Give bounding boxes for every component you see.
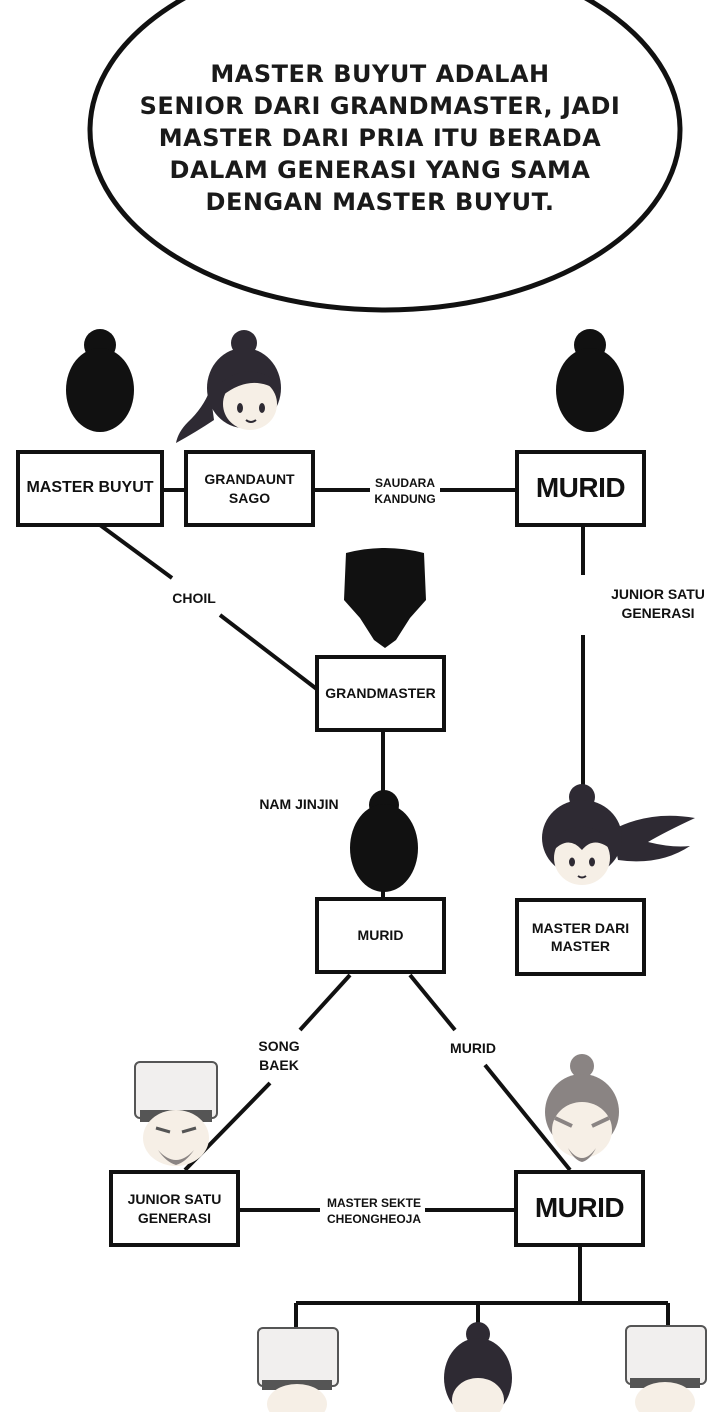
silhouette-icon-master-buyut bbox=[66, 329, 134, 432]
node-murid-mid: MURID bbox=[315, 897, 446, 974]
line-choil-grandmaster bbox=[218, 613, 320, 692]
master-dari-master-portrait-icon bbox=[542, 784, 695, 885]
node-grandmaster: GRANDMASTER bbox=[315, 655, 446, 732]
edge-label-song-baek: SONG BAEK bbox=[258, 1038, 300, 1073]
elder-with-white-hat-icon bbox=[134, 1061, 218, 1166]
line-buyut-choil bbox=[98, 523, 174, 580]
node-label: JUNIOR SATU GENERASI bbox=[127, 1191, 222, 1226]
bubble-line: DENGAN MASTER BUYUT. bbox=[205, 188, 555, 216]
node-junior-satu-generasi: JUNIOR SATU GENERASI bbox=[109, 1170, 240, 1247]
node-label: MASTER DARI MASTER bbox=[531, 919, 630, 954]
node-label: GRANDAUNT SAGO bbox=[204, 471, 295, 506]
line-murid-songbaek bbox=[298, 973, 352, 1032]
edge-label-nam-jinjin: NAM JINJIN bbox=[259, 796, 339, 812]
edge-label-master-sekte: MASTER SEKTE CHEONGHEOJA bbox=[326, 1196, 421, 1227]
speech-bubble-text: MASTER BUYUT ADALAH SENIOR DARI GRANDMAS… bbox=[130, 58, 630, 218]
node-master-buyut: MASTER BUYUT bbox=[16, 450, 164, 527]
speech-bubble bbox=[87, 0, 683, 313]
node-label: MURID bbox=[535, 472, 626, 504]
grandaunt-sago-portrait-icon bbox=[176, 330, 281, 443]
node-murid-top: MURID bbox=[515, 450, 646, 527]
node-murid-bottom: MURID bbox=[514, 1170, 645, 1247]
node-master-dari-master: MASTER DARI MASTER bbox=[515, 898, 646, 976]
line-murid-muridlabel bbox=[408, 973, 457, 1032]
node-label: MURID bbox=[534, 1192, 625, 1224]
child-portrait-icon-1 bbox=[257, 1327, 339, 1412]
bubble-line: MASTER BUYUT ADALAH bbox=[210, 60, 550, 88]
edge-label-junior-satu-generasi: JUNIOR SATU GENERASI bbox=[611, 586, 705, 621]
edge-label-choil: CHOIL bbox=[172, 590, 216, 606]
silhouette-icon-grandmaster bbox=[344, 548, 426, 648]
line-muridlabel-murid bbox=[483, 1063, 572, 1172]
bubble-line: MASTER DARI PRIA ITU BERADA bbox=[158, 124, 602, 152]
node-label: GRANDMASTER bbox=[325, 685, 436, 702]
bubble-line: DALAM GENERASI YANG SAMA bbox=[169, 156, 591, 184]
silhouette-icon-murid-mid bbox=[350, 790, 418, 892]
node-label: MASTER BUYUT bbox=[26, 479, 154, 497]
edge-label-saudara-kandung: SAUDARA KANDUNG bbox=[374, 476, 436, 507]
bubble-line: SENIOR DARI GRANDMASTER, JADI bbox=[139, 92, 621, 120]
child-portrait-icon-3 bbox=[625, 1325, 707, 1412]
node-grandaunt-sago: GRANDAUNT SAGO bbox=[184, 450, 315, 527]
node-label: MURID bbox=[357, 927, 404, 944]
child-portrait-icon-2 bbox=[444, 1322, 512, 1412]
edge-label-murid: MURID bbox=[450, 1040, 496, 1056]
elder-with-gray-bun-icon bbox=[545, 1054, 619, 1162]
silhouette-icon-murid-top bbox=[556, 329, 624, 432]
